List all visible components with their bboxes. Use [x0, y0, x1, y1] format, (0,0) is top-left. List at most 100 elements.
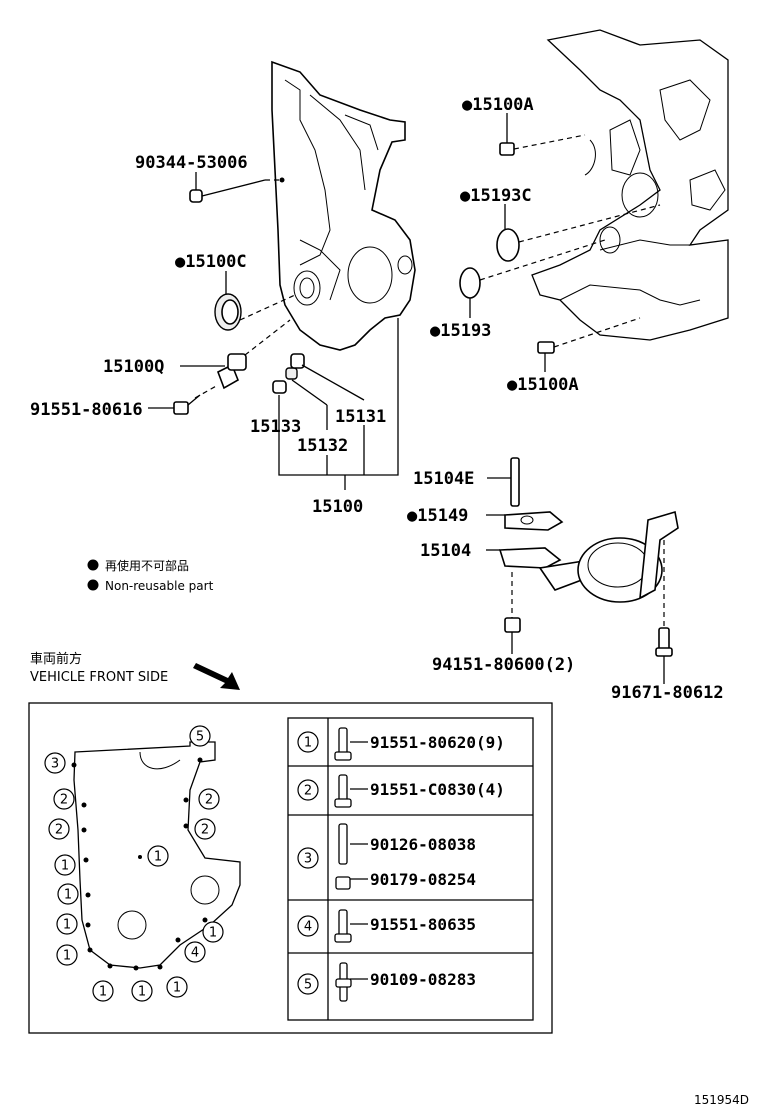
label-91551-80616: 91551-80616 — [30, 400, 143, 420]
label-15133: 15133 — [250, 417, 301, 437]
bolt-icon — [335, 876, 351, 890]
label-15104: 15104 — [420, 541, 471, 561]
bolt-table-row: 5 90109-08283 — [297, 962, 476, 1002]
vehicle-front-direction: 車両前方 VEHICLE FRONT SIDE — [30, 651, 240, 690]
svg-text:1: 1 — [138, 985, 146, 1000]
bolt-91671 — [655, 627, 673, 657]
figure-id: 151954D — [694, 1093, 749, 1107]
bolt-table-row: 4 91551-80635 — [297, 909, 476, 943]
spring-15132 — [285, 367, 298, 380]
bolt-icon — [338, 823, 348, 865]
cover-callout: 1 — [92, 980, 114, 1002]
cover-outline-detail — [71, 741, 241, 971]
label-15100A-top: ●15100A — [462, 95, 534, 115]
legend-jp: 再使用不可部品 — [105, 558, 189, 573]
oil-seal-15100C — [214, 293, 242, 331]
pin-15100A-bottom — [537, 341, 555, 354]
bolt-part-number: 91551-80635 — [370, 915, 476, 934]
cover-callout: 1 — [54, 854, 76, 876]
label-15100Q: 15100Q — [103, 357, 164, 377]
label-91671-80612: 91671-80612 — [611, 683, 724, 703]
cover-callout: 1 — [166, 976, 188, 998]
label-15132: 15132 — [297, 436, 348, 456]
stud-15104E — [510, 457, 520, 507]
cover-callout: 1 — [57, 883, 79, 905]
pin-15100A-top — [499, 142, 515, 156]
timing-cover-15100 — [271, 60, 416, 351]
nut-94151 — [504, 617, 521, 633]
row-number: 5 — [304, 978, 312, 993]
bullet-icon — [87, 559, 99, 571]
nut-90344 — [189, 189, 203, 203]
svg-text:1: 1 — [99, 985, 107, 1000]
bolt-part-number: 90179-08254 — [370, 870, 476, 889]
label-15149: ●15149 — [407, 506, 468, 526]
cover-callout: 2 — [198, 788, 220, 810]
cover-callout: 1 — [56, 913, 78, 935]
svg-text:1: 1 — [61, 859, 69, 874]
svg-text:1: 1 — [64, 888, 72, 903]
bolt-table-row: 3 90126-08038 90179-08254 — [297, 823, 476, 890]
arrow-icon — [193, 663, 240, 690]
svg-text:2: 2 — [201, 823, 209, 838]
bolt-icon — [335, 962, 352, 1002]
direction-en: VEHICLE FRONT SIDE — [30, 670, 168, 685]
cover-callout: 2 — [48, 818, 70, 840]
label-15104E: 15104E — [413, 469, 474, 489]
label-15100: 15100 — [312, 497, 363, 517]
cover-callout: 3 — [44, 752, 66, 774]
svg-text:5: 5 — [196, 730, 204, 745]
cover-callout: 2 — [53, 788, 75, 810]
svg-text:3: 3 — [51, 757, 59, 772]
engine-block — [531, 29, 729, 341]
oring-15193C — [496, 228, 520, 262]
cover-callout: 1 — [131, 980, 153, 1002]
svg-text:2: 2 — [60, 793, 68, 808]
gasket-15149 — [504, 511, 564, 531]
cover-callout: 5 — [189, 725, 211, 747]
legend-en: Non-reusable part — [105, 579, 214, 593]
row-number: 4 — [304, 920, 312, 935]
direction-jp: 車両前方 — [30, 651, 82, 667]
label-15100A-bottom: ●15100A — [507, 375, 579, 395]
plug-15133 — [272, 380, 287, 394]
svg-text:1: 1 — [63, 949, 71, 964]
svg-text:1: 1 — [154, 850, 162, 865]
bolt-part-number: 91551-80620(9) — [370, 733, 505, 752]
bolt-icon — [334, 909, 352, 943]
cover-callout: 1 — [202, 921, 224, 943]
bolt-part-number: 90126-08038 — [370, 835, 476, 854]
cover-callout: 4 — [184, 941, 206, 963]
label-15100C: ●15100C — [175, 252, 247, 272]
svg-text:2: 2 — [55, 823, 63, 838]
cover-callout: 1 — [147, 845, 169, 867]
row-number: 3 — [304, 852, 312, 867]
svg-text:1: 1 — [63, 918, 71, 933]
label-90344-53006: 90344-53006 — [135, 153, 248, 173]
bolt-detail-frame — [28, 702, 553, 1034]
label-15193C: ●15193C — [460, 186, 532, 206]
valve-15131 — [290, 353, 305, 369]
label-15193: ●15193 — [430, 321, 491, 341]
sensor-15100Q — [216, 353, 247, 390]
cover-callout: 2 — [194, 818, 216, 840]
bolt-part-number: 90109-08283 — [370, 970, 476, 989]
label-15131: 15131 — [335, 407, 386, 427]
svg-text:1: 1 — [209, 926, 217, 941]
bolt-table-row: 2 91551-C0830(4) — [297, 774, 505, 808]
bolt-part-number: 91551-C0830(4) — [370, 780, 505, 799]
label-94151-80600: 94151-80600(2) — [432, 655, 575, 675]
oring-15193 — [459, 267, 481, 299]
strainer-15104 — [498, 510, 679, 603]
row-number: 2 — [304, 784, 312, 799]
legend: 再使用不可部品 Non-reusable part — [87, 558, 214, 593]
bullet-icon — [87, 579, 99, 591]
bolt-table — [287, 717, 534, 1021]
bolt-icon — [334, 774, 352, 808]
svg-text:1: 1 — [173, 981, 181, 996]
